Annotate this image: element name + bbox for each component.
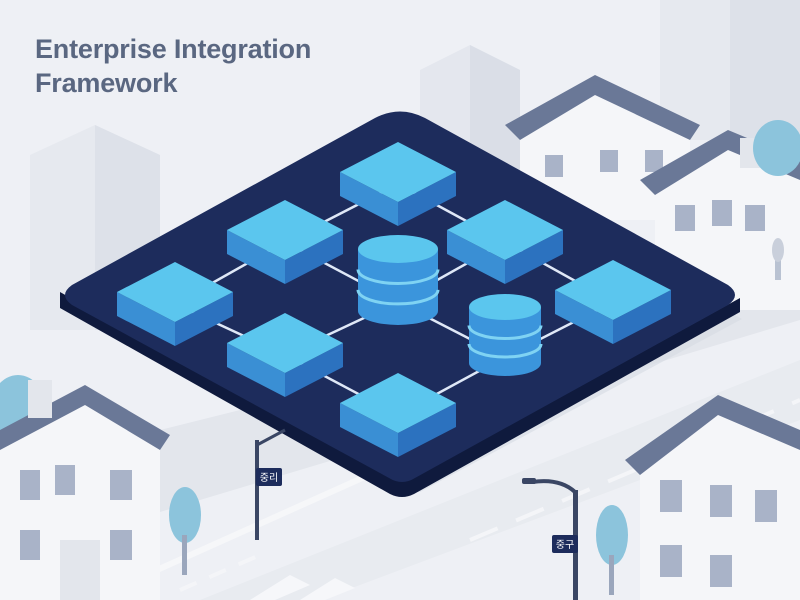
diagram-nodes [117,142,671,457]
street-sign-left: 중리 [255,428,286,540]
database-cylinder-icon [467,294,543,376]
crosswalk [250,575,355,600]
page-title: Enterprise Integration Framework [35,32,311,100]
module-block-icon [227,200,343,284]
module-block-icon [340,142,456,226]
tree-right [753,120,800,280]
module-block-icon [340,373,456,457]
module-block-icon [447,200,563,284]
title-line-1: Enterprise Integration [35,34,312,64]
module-block-icon [555,260,671,344]
house-bottom-right [625,395,800,600]
database-cylinder-icon [356,235,440,325]
street-sign-right-label: 중구 [556,539,574,551]
title-line-2: Framework [35,68,178,98]
module-block-icon [117,262,233,346]
module-block-icon [227,313,343,397]
tree-bottom-right [596,505,628,595]
tree-left [169,487,201,575]
street-sign-left-label: 중리 [260,472,278,484]
house-bottom-left [0,375,170,600]
street-sign-right: 중구 [522,478,578,600]
background-building-far-right [660,0,800,140]
